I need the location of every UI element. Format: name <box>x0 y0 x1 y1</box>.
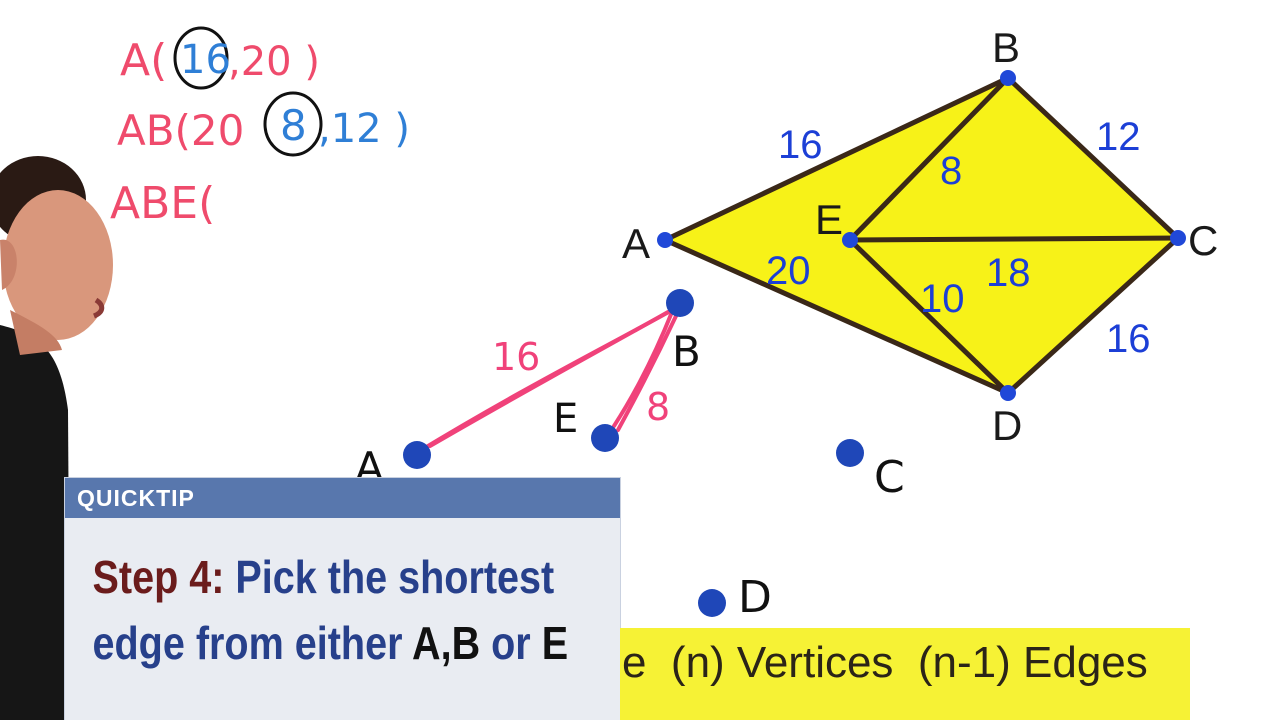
vertex-label-d: D <box>992 402 1022 449</box>
edge-b-e <box>847 75 1011 243</box>
note-line1-circle <box>173 26 229 90</box>
tree-vertex-b <box>666 289 694 317</box>
graph-vertices <box>657 70 1186 401</box>
tree-sketch: A B E C D 16 8 <box>355 289 905 623</box>
quicktip-or: or <box>491 617 531 669</box>
tree-vertex-a <box>403 441 431 469</box>
graph-vertex-labels: A B C D E <box>622 24 1218 449</box>
edge-c-d <box>1005 235 1181 396</box>
note-line2-rest: ,12 ) <box>318 106 410 152</box>
weight-b-c: 12 <box>1096 115 1141 159</box>
graph-edges <box>662 75 1181 396</box>
weight-a-b: 16 <box>778 123 823 167</box>
vertex-e <box>842 232 858 248</box>
quicktip-body: Step 4: Pick the shortest edge from eith… <box>65 518 569 676</box>
vertex-label-a: A <box>622 220 650 267</box>
quicktip-line1: Step 4: Pick the shortest <box>92 544 555 610</box>
tree-vertex-e <box>591 424 619 452</box>
tree-edge-a-b-stroke2 <box>428 310 670 448</box>
weight-e-d: 10 <box>920 277 965 321</box>
edges-banner: e (n) Vertices (n-1) Edges <box>620 628 1190 720</box>
presenter-mouth <box>92 297 105 319</box>
weight-c-d: 16 <box>1106 317 1151 361</box>
note-line2-circle <box>263 91 323 157</box>
note-line2-prefix: AB(20 <box>117 106 244 155</box>
presenter-ear <box>0 239 17 290</box>
note-line2-circled-value: 8 <box>280 101 307 150</box>
banner-text: e (n) Vertices (n-1) Edges <box>622 638 1148 687</box>
quicktip-text1: Pick the shortest <box>235 551 555 603</box>
vertex-label-e: E <box>815 196 843 243</box>
edge-b-c <box>1005 75 1181 241</box>
tree-weight-b-e: 8 <box>646 385 670 429</box>
tree-label-c: C <box>874 452 905 503</box>
note-line1-circled-value: 16 <box>180 37 231 83</box>
tree-label-d: D <box>738 572 772 623</box>
presenter <box>0 156 113 720</box>
weight-e-c: 18 <box>986 251 1031 295</box>
vertex-label-b: B <box>992 24 1020 71</box>
edge-e-c <box>847 235 1181 243</box>
main-graph: A B C D E 16 12 8 20 18 10 16 <box>622 24 1218 449</box>
vertex-c <box>1170 230 1186 246</box>
quicktip-text2: edge from either <box>92 617 403 669</box>
vertex-d <box>1000 385 1016 401</box>
edge-e-d <box>847 237 1011 396</box>
graph-weights: 16 12 8 20 18 10 16 <box>766 115 1151 361</box>
presenter-neck <box>10 310 62 355</box>
note-line3: ABE( <box>110 178 215 229</box>
tree-label-e: E <box>553 396 578 442</box>
tree-vertex-d <box>698 589 726 617</box>
tree-weight-a-b: 16 <box>492 335 540 379</box>
quicktip-line2: edge from either A,B or E <box>92 610 569 676</box>
weight-b-e: 8 <box>940 149 962 193</box>
quicktip-header: QUICKTIP <box>65 478 620 518</box>
quicktip-step: Step 4: <box>92 551 225 603</box>
presenter-shirt <box>0 325 70 720</box>
edge-a-d <box>662 237 1011 396</box>
notes: A( 16 ,20 ) AB(20 8 ,12 ) ABE( <box>110 26 410 229</box>
vertex-b <box>1000 70 1016 86</box>
quicktip-emphasis2: E <box>541 617 569 669</box>
quicktip-emphasis: A,B <box>412 617 481 669</box>
weight-a-d: 20 <box>766 249 811 293</box>
vertex-label-c: C <box>1188 217 1218 264</box>
vertex-a <box>657 232 673 248</box>
tree-label-b: B <box>672 327 701 376</box>
tree-edge-b-e <box>616 314 678 432</box>
note-line1-prefix: A( <box>120 35 167 86</box>
graph-fill <box>665 78 1178 393</box>
tree-edge-b-e-stroke2 <box>612 310 674 428</box>
edge-a-b <box>662 75 1011 243</box>
presenter-face <box>3 190 113 340</box>
tree-vertex-c <box>836 439 864 467</box>
quicktip-panel: QUICKTIP Step 4: Pick the shortest edge … <box>65 478 620 720</box>
note-line1-rest: ,20 ) <box>228 39 320 85</box>
